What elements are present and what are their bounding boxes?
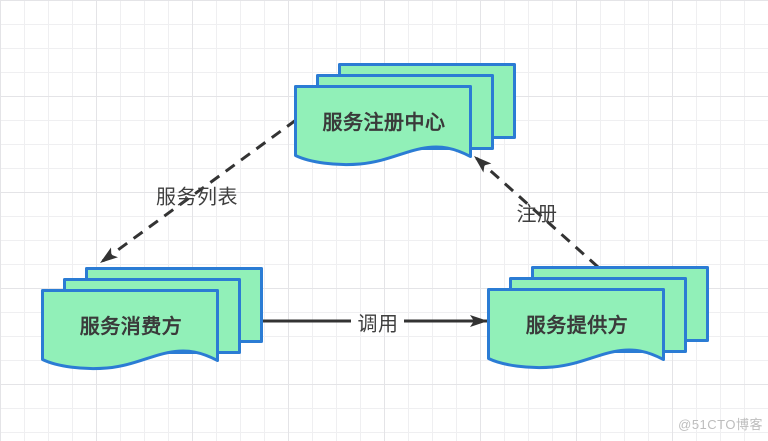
node-consumer-label: 服务消费方	[79, 315, 183, 338]
node-provider-label: 服务提供方	[525, 314, 629, 337]
node-registry[interactable]: 服务注册中心	[294, 63, 520, 171]
node-provider[interactable]: 服务提供方	[487, 266, 713, 374]
document-stack-shape	[41, 267, 263, 371]
document-stack-shape	[294, 63, 516, 167]
edge-service-list[interactable]	[99, 118, 297, 265]
document-stack-shape	[487, 266, 709, 370]
edge-label-register[interactable]: 注册	[516, 203, 558, 226]
edge-register[interactable]	[472, 154, 600, 269]
edge-label-service-list[interactable]: 服务列表	[156, 186, 238, 209]
node-consumer[interactable]: 服务消费方	[41, 267, 267, 375]
watermark: @51CTO博客	[678, 417, 763, 432]
edge-label-invoke[interactable]: 调用	[357, 313, 399, 336]
node-registry-label: 服务注册中心	[322, 111, 446, 134]
